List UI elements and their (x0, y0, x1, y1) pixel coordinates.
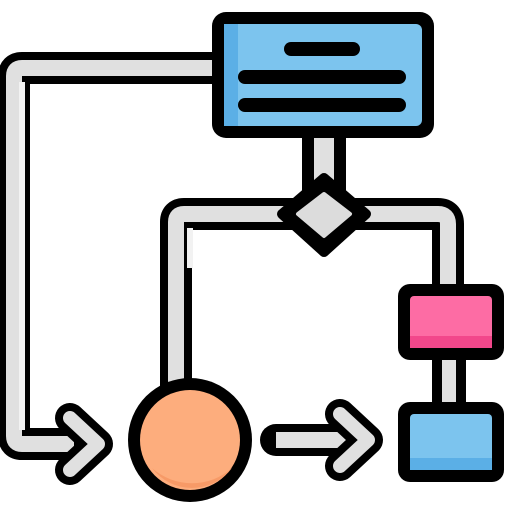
start-circle-icon (128, 378, 252, 502)
left-connector (0, 52, 228, 460)
arrow-right-icon (55, 403, 113, 485)
decision-diamond-icon (277, 173, 371, 257)
process-box-pink-icon (398, 284, 504, 360)
branch-connector (160, 198, 464, 390)
process-box-blue-icon (398, 402, 504, 482)
arrow-right-icon (260, 399, 383, 481)
document-box-icon (212, 12, 434, 138)
